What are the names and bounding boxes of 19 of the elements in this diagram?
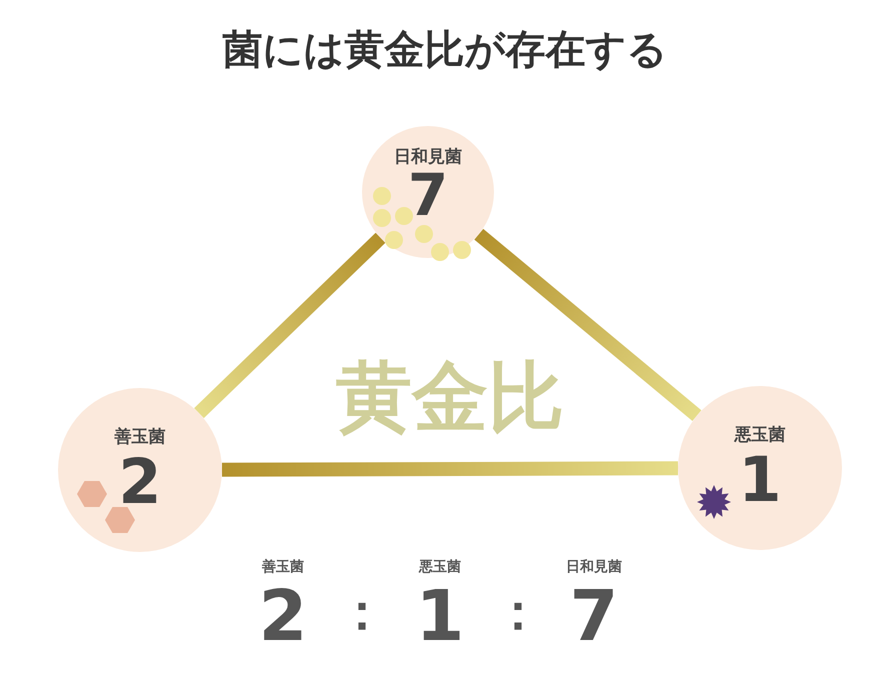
ratio-caption: 悪玉菌 [419,560,461,576]
node-title: 悪玉菌 [734,426,786,445]
ratio-number: 7 [570,578,618,655]
connector-line [474,228,702,421]
ratio-caption: 日和見菌 [566,560,622,576]
ratio-number: 2 [258,578,308,655]
title: 菌には黄金比が存在する [222,26,668,75]
ratio-separator: ： [493,585,543,640]
connector-line [194,232,386,418]
ratio-number: 1 [416,578,464,655]
ratio-separator: ： [337,585,387,640]
center-text: 黄金比 [336,355,564,439]
node-title: 日和見菌 [394,148,462,167]
node-number: 1 [738,446,782,514]
ratio-caption: 善玉菌 [262,560,304,576]
connector-line [222,461,678,477]
node-title: 善玉菌 [114,428,166,447]
node-number: 7 [408,164,448,228]
node-number: 2 [118,448,162,516]
